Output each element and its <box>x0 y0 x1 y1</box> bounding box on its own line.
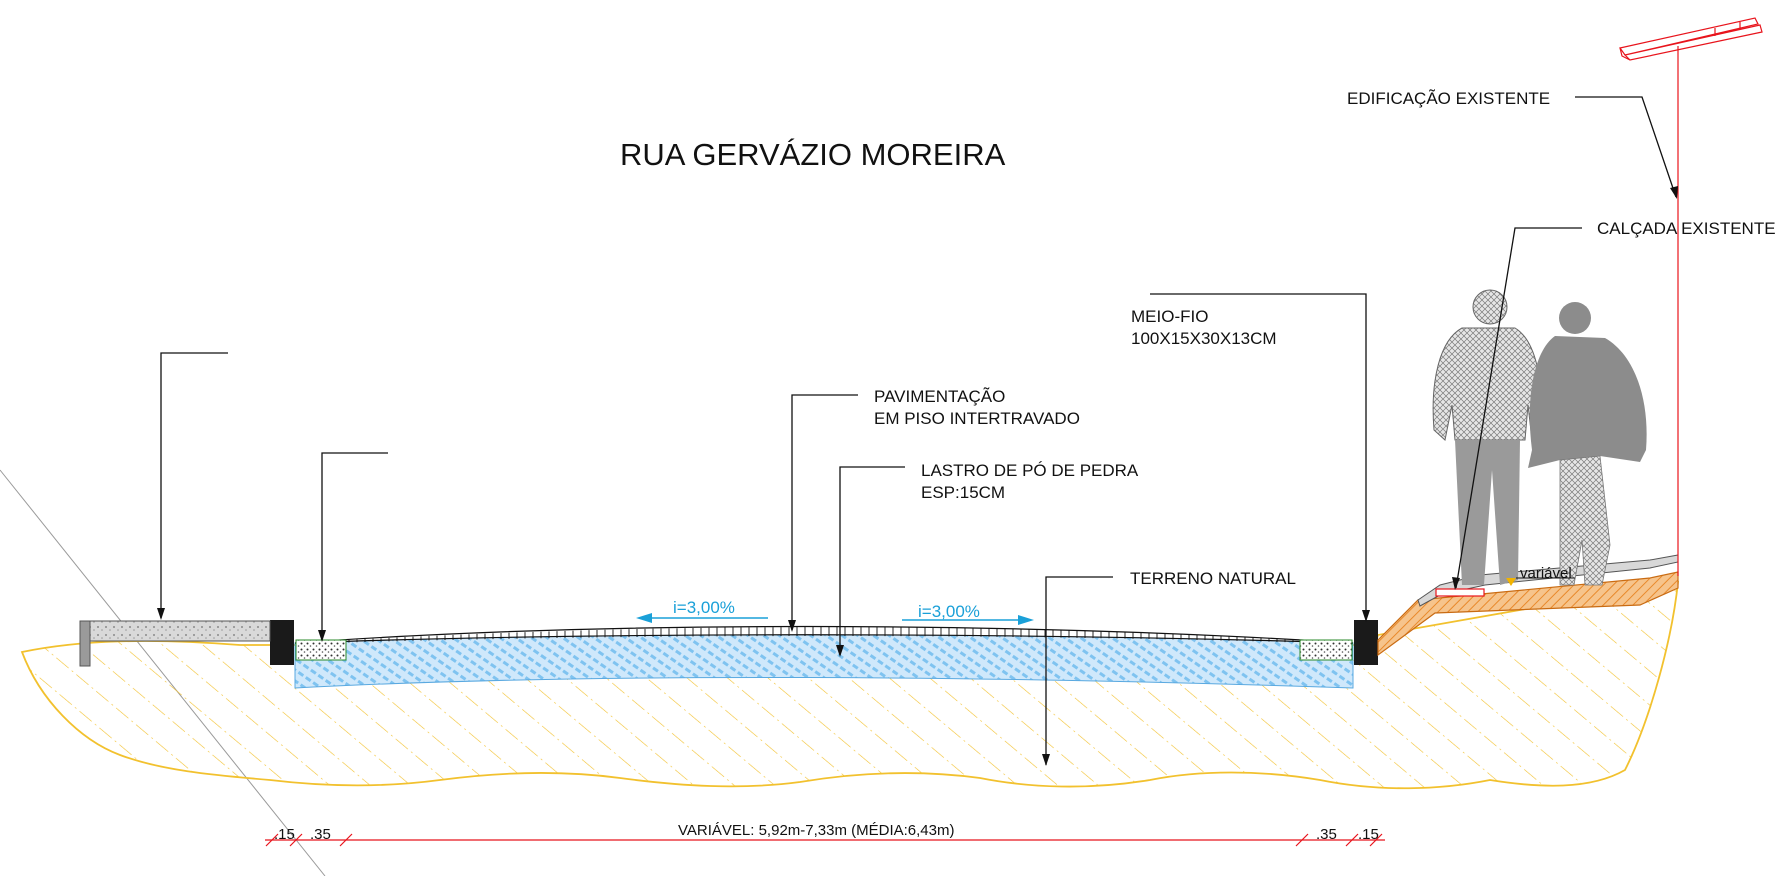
sidewalk-red-marker <box>1435 588 1485 597</box>
drawing-title: RUA GERVÁZIO MOREIRA <box>620 137 1006 172</box>
paving-label-line2: EM PISO INTERTRAVADO <box>874 409 1080 428</box>
person-silhouette-left <box>1432 289 1542 585</box>
dim-right-gutter: .35 <box>1316 826 1337 843</box>
existing-building-label: EDIFICAÇÃO EXISTENTE <box>1347 89 1550 108</box>
left-curb <box>270 620 294 665</box>
leader-arrowheads <box>157 186 1678 766</box>
existing-building-roof <box>1618 17 1763 61</box>
interlocking-paving-layer <box>294 625 1354 644</box>
right-slope-arrowhead <box>1018 615 1034 625</box>
existing-building-leader <box>1575 96 1677 198</box>
left-gutter-leader <box>321 452 388 640</box>
existing-sidewalk-leader <box>1455 227 1582 589</box>
existing-sidewalk-label: CALÇADA EXISTENTE <box>1597 219 1776 238</box>
right-existing-sidewalk <box>1377 571 1679 657</box>
natural-ground-label: TERRENO NATURAL <box>1130 569 1296 588</box>
left-slope-label: i=3,00% <box>673 598 735 617</box>
variable-level-marker <box>1506 578 1516 586</box>
curb-label-line2: 100X15X30X13CM <box>1131 329 1277 348</box>
dim-variable-width: VARIÁVEL: 5,92m-7,33m (MÉDIA:6,43m) <box>678 822 954 839</box>
person-silhouette-right <box>1528 302 1647 586</box>
paving-label-line1: PAVIMENTAÇÃO <box>874 387 1005 406</box>
ballast-leader <box>839 466 905 655</box>
left-gutter-fill <box>295 639 347 661</box>
left-sidewalk-leader <box>160 352 228 618</box>
curb-leader <box>1150 293 1367 620</box>
dim-left-curb: .15 <box>274 826 295 843</box>
natural-ground <box>20 580 1680 790</box>
right-gutter-fill <box>1299 639 1353 661</box>
right-curb <box>1354 620 1378 665</box>
right-slope-label: i=3,00% <box>918 602 980 621</box>
left-sidewalk-edge <box>79 620 91 667</box>
left-sidewalk-slab <box>79 620 271 642</box>
ballast-label-line2: ESP:15CM <box>921 483 1005 502</box>
variable-label: variável <box>1520 565 1572 582</box>
ballast-label-line1: LASTRO DE PÓ DE PEDRA <box>921 461 1139 480</box>
natural-ground-leader <box>1045 576 1113 765</box>
dim-left-gutter: .35 <box>310 826 331 843</box>
left-slope-arrowhead <box>636 613 652 623</box>
curb-label-line1: MEIO-FIO <box>1131 307 1208 326</box>
paving-leader <box>791 394 858 630</box>
dimension-ticks <box>265 833 1383 847</box>
dim-right-curb: .15 <box>1358 826 1379 843</box>
